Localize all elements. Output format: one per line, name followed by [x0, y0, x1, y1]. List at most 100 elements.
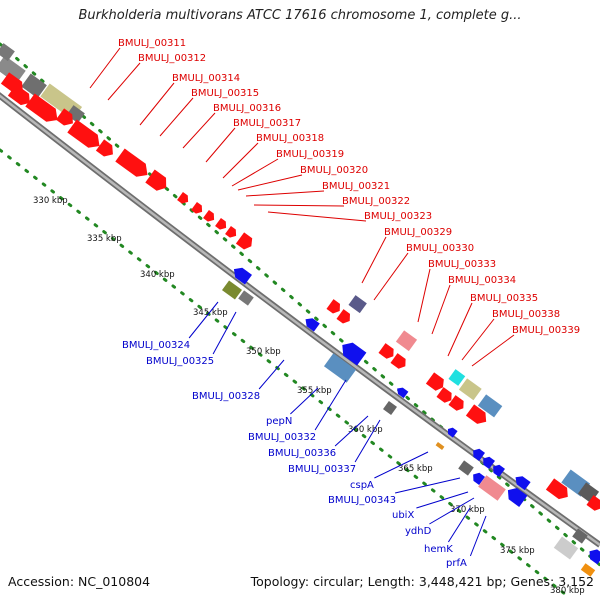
gene-arrow	[473, 472, 485, 485]
leader-line	[334, 415, 369, 447]
leader-line	[182, 112, 216, 149]
gene-label[interactable]: BMULJ_00312	[138, 53, 206, 64]
gene-block	[383, 401, 397, 415]
forward-strand-genes	[0, 43, 600, 511]
leader-line	[373, 252, 409, 301]
gene-label[interactable]: BMULJ_00319	[276, 149, 344, 160]
leader-line	[159, 97, 194, 137]
map-title: Burkholderia multivorans ATCC 17616 chro…	[78, 8, 522, 23]
gene-arrow	[448, 395, 464, 411]
outer-tick-track	[0, 42, 600, 567]
gene-label[interactable]: prfA	[446, 558, 467, 569]
gene-label[interactable]: ydhD	[405, 526, 432, 537]
inner-tick-track	[0, 148, 572, 600]
gene-arrow	[203, 209, 215, 222]
gene-arrow	[7, 84, 30, 106]
gene-label[interactable]: BMULJ_00337	[288, 464, 356, 475]
gene-label[interactable]: BMULJ_00332	[248, 432, 316, 443]
gene-arrow	[390, 353, 406, 369]
gene-arrow	[483, 456, 495, 469]
gene-label[interactable]: BMULJ_00330	[406, 243, 474, 254]
gene-label[interactable]: BMULJ_00324	[122, 340, 190, 351]
gene-block	[435, 442, 445, 450]
gene-arrow	[425, 372, 444, 391]
leader-line	[417, 268, 431, 323]
gene-label[interactable]: BMULJ_00317	[233, 118, 301, 129]
forward-gene-labels: BMULJ_00311BMULJ_00312BMULJ_00314BMULJ_0…	[118, 38, 580, 336]
gene-arrow	[465, 404, 487, 424]
leader-line	[222, 142, 259, 179]
gene-arrow	[177, 191, 189, 204]
gene-label[interactable]: BMULJ_00314	[172, 73, 240, 84]
gene-label[interactable]: BMULJ_00334	[448, 275, 516, 286]
leader-line	[394, 477, 461, 494]
leader-line	[290, 387, 319, 415]
gene-block	[580, 563, 596, 577]
gene-arrow	[55, 108, 73, 126]
leader-line	[471, 334, 515, 367]
gene-label[interactable]: BMULJ_00316	[213, 103, 281, 114]
gene-arrow	[67, 119, 100, 148]
gene-label[interactable]: BMULJ_00321	[322, 181, 390, 192]
gene-block	[448, 369, 466, 386]
gene-label[interactable]: ubiX	[392, 510, 414, 521]
leader-line	[258, 359, 285, 390]
gene-arrow	[397, 387, 409, 399]
gene-arrow	[215, 217, 227, 230]
topology-summary: Topology: circular; Length: 3,448,421 bp…	[250, 574, 594, 589]
leader-line	[314, 379, 347, 431]
gene-block	[553, 536, 579, 560]
gene-arrow	[326, 299, 340, 314]
leader-line	[469, 515, 487, 557]
gene-label[interactable]: BMULJ_00338	[492, 309, 560, 320]
chromosome-backbone	[0, 92, 600, 548]
leader-line	[447, 507, 471, 543]
leader-line	[253, 204, 345, 207]
gene-label[interactable]: cspA	[350, 480, 374, 491]
gene-arrow	[95, 139, 113, 157]
gene-arrow	[233, 267, 252, 285]
forward-leader-lines	[89, 47, 515, 367]
tick-label: 335 kbp	[87, 234, 122, 244]
gene-arrow	[235, 232, 253, 250]
gene-label[interactable]: BMULJ_00325	[146, 356, 214, 367]
gene-block	[222, 280, 242, 300]
gene-label[interactable]: BMULJ_00322	[342, 196, 410, 207]
gene-label[interactable]: BMULJ_00318	[256, 133, 324, 144]
gene-label[interactable]: BMULJ_00336	[268, 448, 336, 459]
gene-label[interactable]: BMULJ_00339	[512, 325, 580, 336]
gene-label[interactable]: BMULJ_00311	[118, 38, 186, 49]
leader-line	[89, 47, 121, 89]
gene-label[interactable]: BMULJ_00343	[328, 495, 396, 506]
gene-arrow	[447, 427, 458, 438]
gene-arrow	[515, 476, 531, 491]
gene-label[interactable]: BMULJ_00315	[191, 88, 259, 99]
leader-line	[231, 158, 279, 187]
leader-line	[431, 284, 451, 335]
gene-arrow	[145, 169, 167, 191]
gene-arrow	[436, 387, 452, 403]
gene-block	[458, 378, 482, 401]
gene-label[interactable]: pepN	[266, 416, 292, 427]
gene-label[interactable]: BMULJ_00320	[300, 165, 368, 176]
gene-arrow	[507, 487, 528, 507]
tick-label: 360 kbp	[348, 425, 383, 435]
gene-label[interactable]: BMULJ_00335	[470, 293, 538, 304]
tick-label: 345 kbp	[193, 308, 228, 318]
gene-block	[348, 295, 367, 314]
reverse-leader-lines	[188, 301, 487, 557]
leader-line	[245, 190, 325, 197]
gene-arrow	[378, 343, 394, 359]
gene-label[interactable]: BMULJ_00328	[192, 391, 260, 402]
tick-label: 370 kbp	[450, 505, 485, 515]
gene-label[interactable]: BMULJ_00329	[384, 227, 452, 238]
gene-label[interactable]: hemK	[424, 544, 453, 555]
gene-block	[395, 330, 418, 352]
gene-label[interactable]: BMULJ_00333	[428, 259, 496, 270]
leader-line	[237, 174, 303, 191]
gene-label[interactable]: BMULJ_00323	[364, 211, 432, 222]
gene-arrow	[115, 148, 148, 177]
reverse-strand-genes	[222, 267, 600, 577]
